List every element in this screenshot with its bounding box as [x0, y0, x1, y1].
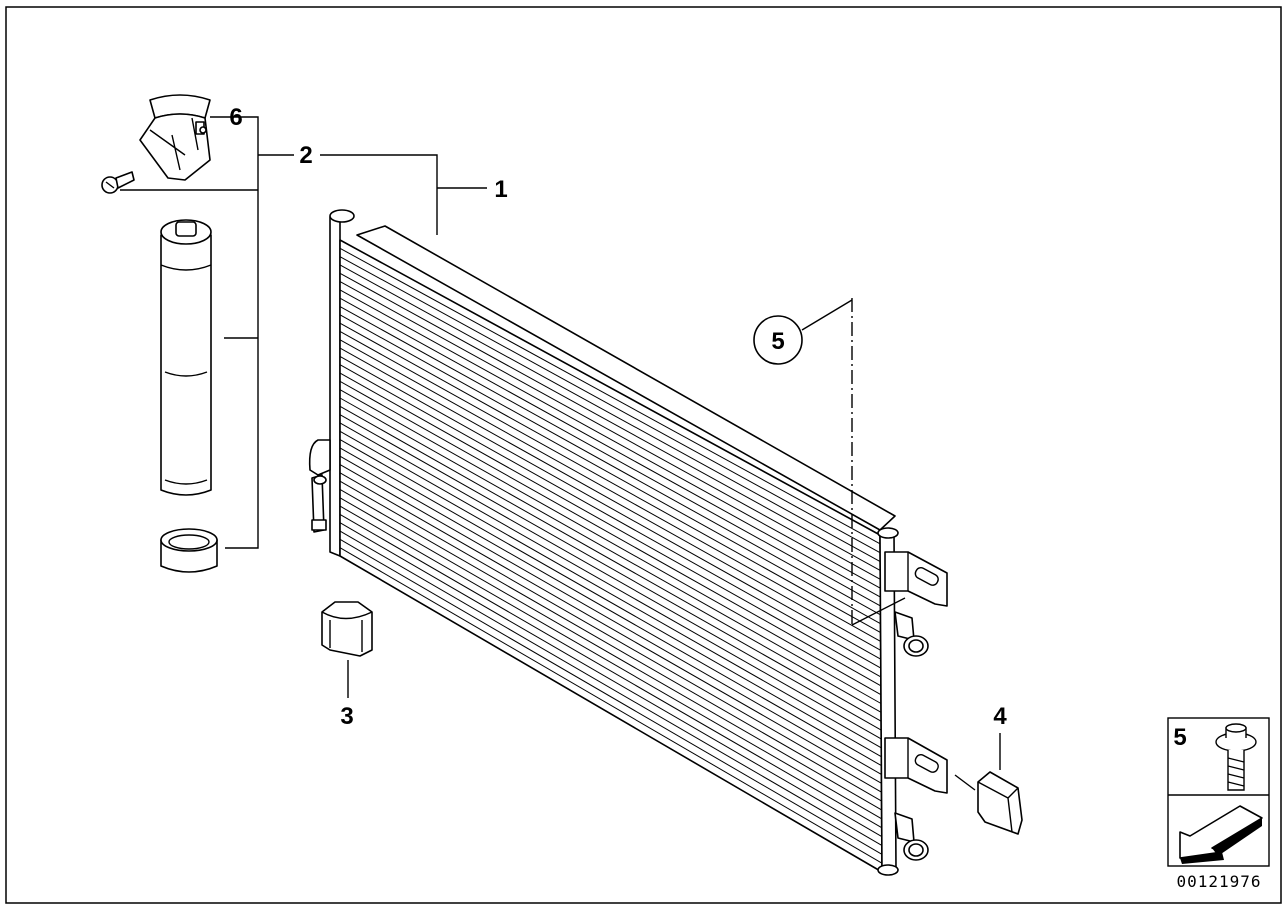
sealing-ring[interactable] [160, 528, 218, 573]
fin-line [339, 331, 881, 633]
fin-line [339, 306, 881, 607]
fin-line [339, 297, 881, 598]
fin-line [339, 538, 883, 855]
fin-line [339, 547, 883, 864]
fin-line [339, 247, 881, 545]
callout-5-circle [753, 315, 803, 365]
leader-lines [120, 116, 1001, 791]
fin-line [339, 264, 881, 563]
condenser[interactable] [308, 209, 948, 876]
fin-line [339, 355, 881, 660]
fin-line [339, 447, 882, 758]
pad-part-4[interactable] [977, 771, 1023, 835]
fin-line [339, 480, 882, 793]
dryer-holder-bracket[interactable] [139, 94, 211, 181]
callout-1: 1 [494, 176, 507, 203]
legend-box: 5 [1167, 717, 1270, 867]
fin-line [339, 422, 882, 731]
fin-line [339, 314, 881, 616]
fin-line [339, 430, 882, 740]
callout-5: 5 [771, 328, 784, 355]
fin-line [339, 289, 881, 589]
fin-line [339, 405, 882, 713]
fin-line [339, 472, 882, 784]
arrow-icon [1179, 805, 1263, 864]
fin-line [339, 256, 881, 554]
callout-6: 6 [229, 104, 242, 131]
fin-line [339, 339, 881, 642]
fin-line [339, 380, 882, 687]
fin-line [339, 505, 882, 820]
condenser-fins [339, 247, 883, 864]
fin-line [339, 530, 883, 846]
callout-3: 3 [340, 703, 353, 730]
fin-line [339, 322, 881, 625]
fin-line [339, 522, 883, 837]
bolt-icon [1215, 723, 1257, 791]
fin-line [339, 414, 882, 722]
callout-2: 2 [299, 142, 312, 169]
fin-line [339, 455, 882, 767]
fin-line [339, 389, 882, 696]
fin-line [339, 464, 882, 775]
document-number: 00121976 [1176, 872, 1261, 891]
dryer-canister[interactable] [160, 219, 212, 496]
fin-line [339, 489, 882, 802]
fin-line [339, 272, 881, 571]
screw-small[interactable] [101, 171, 135, 194]
fin-line [339, 397, 882, 704]
fin-line [339, 372, 882, 678]
fin-line [339, 497, 882, 811]
diagram-frame [5, 6, 1282, 904]
clip-part-3[interactable] [321, 601, 373, 657]
fin-line [339, 439, 882, 749]
legend-number: 5 [1173, 724, 1186, 751]
fin-line [339, 513, 882, 829]
fin-line [339, 364, 882, 669]
fin-line [339, 281, 881, 580]
fin-line [339, 347, 881, 651]
callout-4: 4 [993, 703, 1007, 730]
